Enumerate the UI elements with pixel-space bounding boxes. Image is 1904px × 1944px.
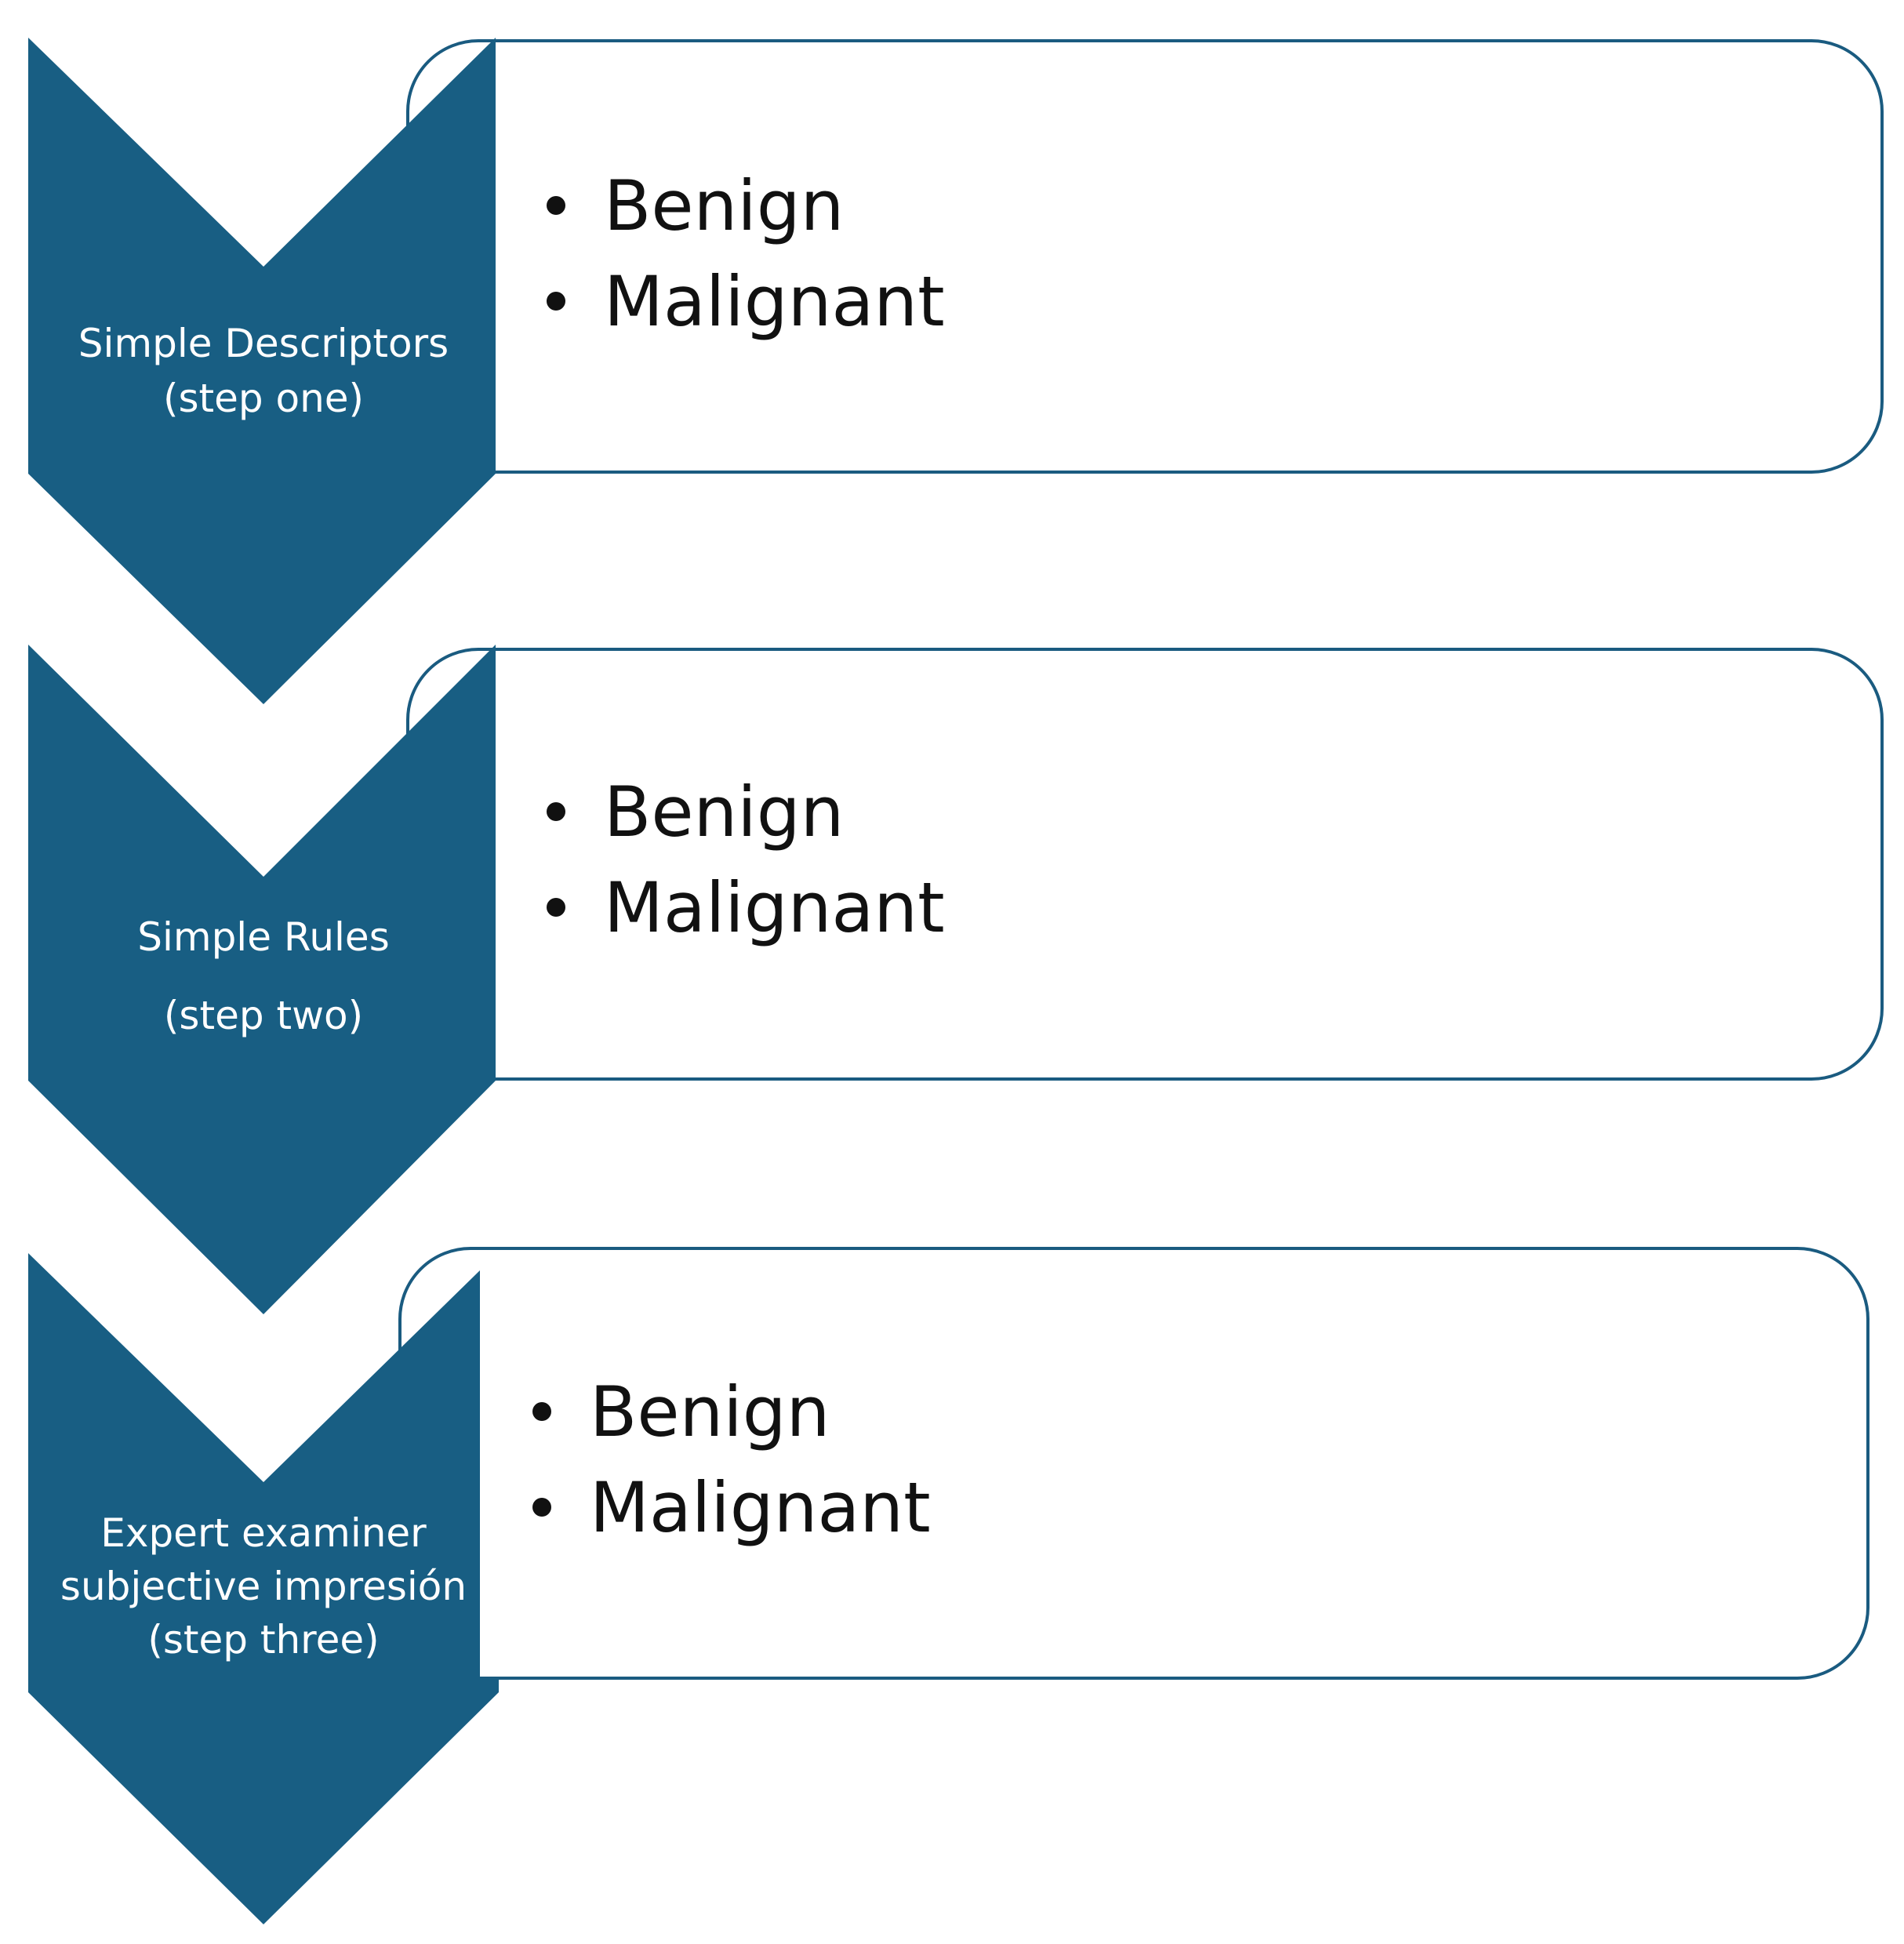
step-three-item-benign: Benign — [590, 1372, 830, 1452]
bullet-icon — [547, 802, 565, 821]
step-one-item-malignant: Malignant — [604, 261, 945, 342]
step-three-item-malignant: Malignant — [590, 1467, 931, 1548]
step-two-item-benign: Benign — [604, 772, 844, 852]
bullet-icon — [547, 196, 565, 215]
step-three: Expert examiner subjective impresión (st… — [28, 1247, 1869, 1924]
step-one-label-line-2: (step one) — [163, 376, 364, 421]
step-three-chevron — [28, 1253, 499, 1924]
bullet-icon — [547, 292, 565, 311]
step-three-label-line-3: (step three) — [147, 1617, 379, 1662]
step-one-label-line-1: Simple Descriptors — [78, 321, 449, 366]
step-one: Simple Descriptors (step one) Benign Mal… — [28, 38, 1884, 704]
step-three-box — [398, 1247, 1869, 1680]
step-two-label-line-1: Simple Rules — [137, 914, 390, 960]
step-three-label-line-1: Expert examiner — [100, 1510, 427, 1556]
step-one-chevron — [28, 38, 496, 704]
step-three-label-line-2: subjective impresión — [60, 1564, 467, 1609]
bullet-icon — [532, 1402, 551, 1421]
step-two-label-line-2: (step two) — [164, 993, 363, 1038]
step-two-item-malignant: Malignant — [604, 867, 945, 948]
step-two: Simple Rules (step two) Benign Malignant — [28, 645, 1884, 1314]
step-two-chevron — [28, 645, 496, 1314]
step-one-item-benign: Benign — [604, 165, 844, 246]
bullet-icon — [532, 1498, 551, 1517]
step-one-box — [406, 39, 1884, 474]
bullet-icon — [547, 898, 565, 917]
step-two-box — [406, 648, 1884, 1081]
